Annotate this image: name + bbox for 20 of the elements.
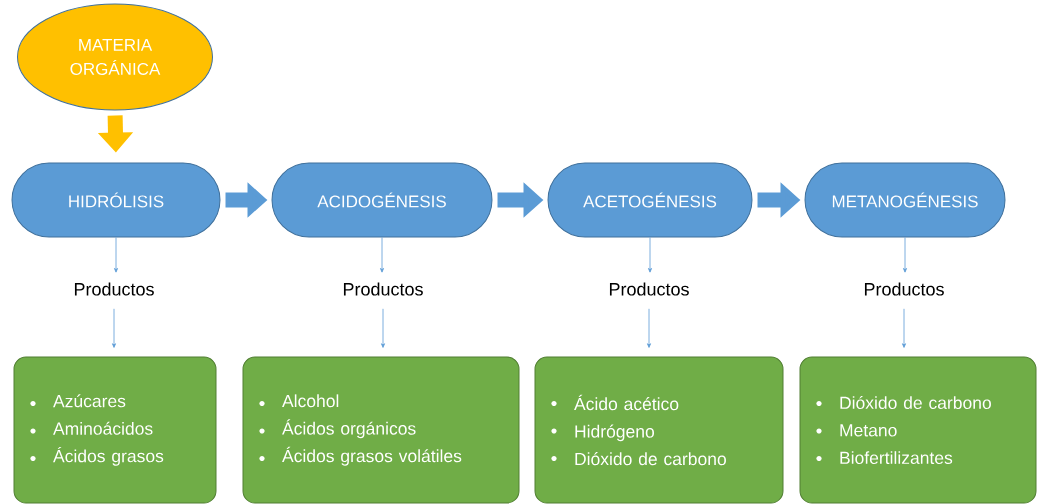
arrow bbox=[902, 308, 906, 348]
products-box: Ácido acético Hidrógeno Dióxido de carbono bbox=[534, 356, 784, 504]
products-label: Productos bbox=[864, 282, 944, 296]
stage-box: METANOGÉNESIS bbox=[804, 162, 1006, 238]
arrow bbox=[114, 237, 118, 273]
arrow bbox=[648, 237, 652, 273]
products-box: Azúcares Aminoácidos Ácidos grasos bbox=[13, 356, 217, 504]
stage-box: ACETOGÉNESIS bbox=[547, 162, 753, 238]
stage-box: ACIDOGÉNESIS bbox=[271, 162, 493, 238]
stage-box: HIDRÓLISIS bbox=[11, 162, 221, 238]
products-label: Productos bbox=[609, 282, 689, 296]
arrow bbox=[112, 308, 116, 348]
products-label: Productos bbox=[343, 282, 423, 296]
arrow bbox=[381, 308, 385, 348]
products-box: Dióxido de carbono Metano Biofertilizantes bbox=[799, 356, 1037, 504]
products-label: Productos bbox=[74, 282, 154, 296]
products-box: Alcohol Ácidos orgánicos Ácidos grasos volátiles bbox=[242, 356, 520, 504]
arrow bbox=[380, 237, 384, 273]
arrow bbox=[647, 308, 651, 348]
arrow bbox=[903, 237, 907, 273]
